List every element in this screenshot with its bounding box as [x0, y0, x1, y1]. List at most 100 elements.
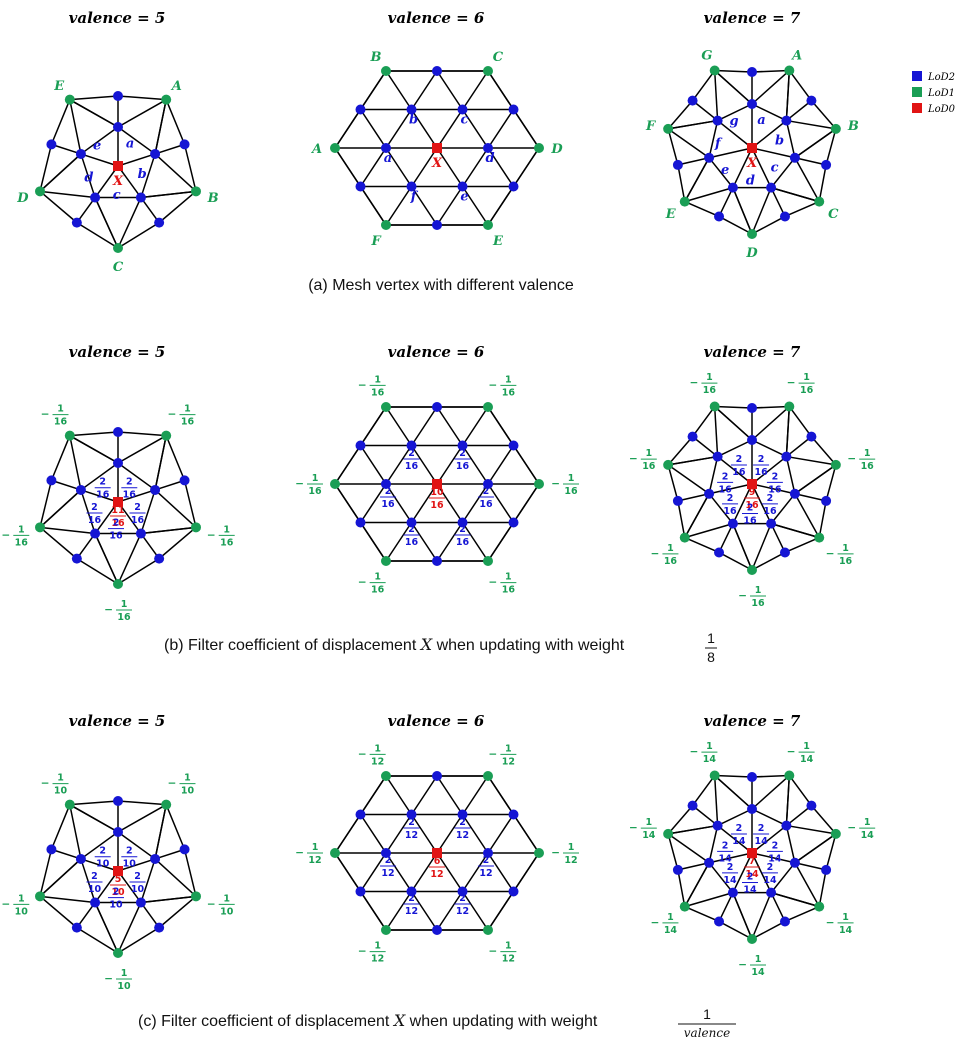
label-inner: d: [84, 170, 93, 185]
coef-inner: 212: [403, 893, 420, 917]
mesh-edge: [708, 157, 734, 189]
mesh-edge: [667, 833, 710, 864]
mesh-edge: [39, 190, 78, 224]
mesh-vertices: [663, 770, 841, 944]
vertex-lod2: [672, 495, 683, 506]
coef-outer-num: 1: [568, 473, 575, 484]
coef-outer-sign: −: [295, 847, 304, 859]
caption-b-tail: when updating with weight: [436, 637, 625, 654]
mesh-edge: [359, 852, 387, 892]
coef-inner-den: 10: [88, 884, 102, 895]
coef-outer-den: 16: [371, 387, 385, 398]
label-inner: b: [138, 167, 147, 182]
coef-inner-den: 14: [768, 853, 782, 864]
mesh-edge: [154, 489, 197, 528]
coef-inner-num: 2: [722, 840, 729, 851]
coef-inner-den: 10: [123, 859, 137, 870]
mesh-edge: [140, 895, 197, 904]
label-inner: e: [460, 190, 468, 205]
coef-outer-den: 16: [642, 461, 656, 472]
mesh-edge: [461, 186, 489, 226]
mesh-edges: [667, 69, 837, 235]
coef-outer-sign: −: [787, 377, 796, 389]
caption-a: (a) Mesh vertex with different valence: [308, 277, 574, 294]
vertex-lod0-x: [747, 848, 757, 858]
coef-outer-num: 1: [755, 954, 762, 965]
coef-outer-sign: −: [738, 590, 747, 602]
label-outer: F: [370, 234, 381, 249]
vertex-lod2: [406, 809, 417, 820]
mesh-edge: [140, 153, 156, 198]
vertex-lod2: [406, 104, 417, 115]
label-outer: B: [207, 191, 219, 206]
coef-outer-den: 16: [703, 385, 717, 396]
vertex-lod2: [457, 440, 468, 451]
mesh-edge: [751, 852, 796, 864]
mesh-edge: [410, 147, 438, 187]
coef-inner-num: 2: [134, 871, 141, 882]
coef-outer: −112: [295, 842, 323, 866]
coef-inner-num: 2: [736, 823, 743, 834]
vertex-lod2: [766, 518, 777, 529]
mesh-edge: [140, 489, 156, 534]
vertex-lod2: [457, 181, 468, 192]
vertex-lod2: [71, 922, 82, 933]
mesh-edge: [158, 526, 197, 560]
coef-inner: 216: [94, 477, 111, 501]
coef-outer: −110: [1, 893, 30, 917]
mesh-edge: [50, 804, 71, 850]
vertex-lod1: [64, 799, 75, 810]
mesh-edge: [69, 99, 82, 155]
mesh-edge: [751, 920, 786, 940]
vertex-lod2: [714, 211, 725, 222]
coef-outer-num: 1: [312, 473, 319, 484]
coef-outer-sign: −: [690, 377, 699, 389]
coef-inner-num: 2: [134, 502, 141, 513]
mesh-edge: [794, 157, 820, 202]
coef-inner: 216: [380, 486, 397, 510]
coef-inner-den: 16: [719, 484, 733, 495]
mesh-edge: [51, 479, 82, 491]
mesh-edge: [69, 800, 119, 806]
coef-inner: 216: [761, 493, 778, 517]
coef-inner: 216: [454, 524, 471, 548]
coef-outer: −112: [489, 941, 517, 965]
coef-inner: 216: [403, 448, 420, 472]
mesh-edge: [436, 186, 464, 226]
coef-center-num: 7: [749, 856, 756, 867]
coef-inner-num: 2: [747, 503, 754, 514]
mesh-edge: [39, 489, 82, 528]
label-inner: b: [775, 134, 784, 149]
coef-outer-num: 1: [374, 941, 381, 952]
header-a-v7: valence = 7: [704, 9, 801, 27]
coef-inner-den: 16: [405, 537, 419, 548]
mesh-edge: [794, 493, 820, 538]
vertex-lod2: [457, 517, 468, 528]
mesh-edge: [708, 483, 753, 495]
coef-outer-den: 12: [502, 954, 515, 965]
coef-inner: 210: [121, 846, 138, 870]
label-outer: E: [492, 234, 504, 249]
mesh-edge: [668, 824, 718, 835]
mesh-edge: [770, 186, 820, 203]
coef-outer-num: 1: [842, 543, 849, 554]
mesh-edge: [667, 128, 679, 166]
vertex-lod2: [508, 809, 519, 820]
mesh-edge: [770, 891, 820, 908]
coef-inner-den: 16: [732, 467, 746, 478]
vertex-lod1: [483, 771, 493, 781]
coef-inner: 214: [753, 823, 770, 847]
vertex-lod1: [483, 402, 493, 412]
mesh-edge: [708, 493, 734, 525]
label-inner: a: [384, 151, 392, 166]
mesh-vertices: [663, 65, 841, 239]
header-a-v6: valence = 6: [388, 9, 485, 27]
coef-inner-num: 2: [408, 448, 415, 459]
mesh-edge: [94, 165, 119, 198]
coef-outer: −114: [651, 912, 679, 936]
coef-inner-den: 16: [109, 531, 123, 542]
mesh-edge: [80, 462, 119, 491]
